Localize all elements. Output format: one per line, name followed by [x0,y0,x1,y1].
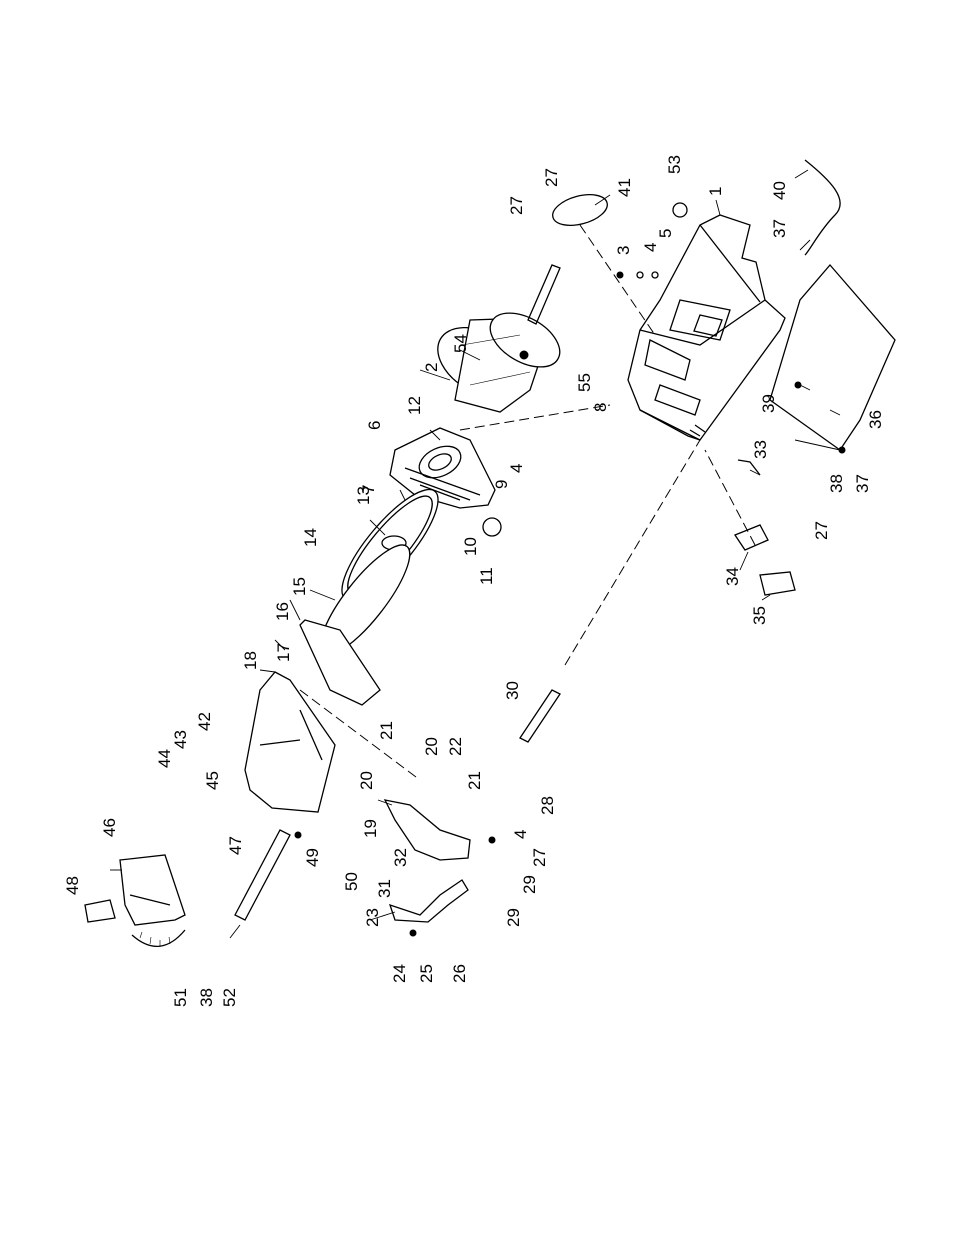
callout-34: 34 [723,567,742,586]
callout-7: 7 [359,485,378,494]
shaft [519,689,561,743]
lever [737,459,761,476]
assembly-line-switch [704,449,756,546]
washer-49 [294,831,302,839]
knob-53 [672,202,688,218]
flange [552,194,608,226]
callout-42: 42 [195,712,214,731]
callout-8: 8 [591,403,610,412]
trunnion-bracket [383,799,471,861]
work-table [244,671,336,813]
callout-50: 50 [342,872,361,891]
callout-28: 28 [538,796,557,815]
callout-46: 46 [100,818,119,837]
disc-housing [389,427,496,509]
callout-37a: 37 [770,219,789,238]
callout-4b: 4 [507,464,526,473]
callout-55: 55 [575,373,594,392]
assembly-line-table [299,689,421,781]
callout-52: 52 [220,988,239,1007]
washer-4b [488,836,496,844]
callout-16: 16 [273,602,292,621]
callout-3: 3 [614,246,633,255]
base-cabinet [627,214,786,441]
callout-9: 9 [492,480,511,489]
miter-gauge [119,854,186,948]
nut-5 [651,271,659,279]
callout-12: 12 [405,396,424,415]
callout-45: 45 [203,771,222,790]
callout-33: 33 [751,440,770,459]
switch [759,571,796,596]
callout-10: 10 [461,537,480,556]
callout-2: 2 [422,363,441,372]
callout-24: 24 [390,964,409,983]
miter-bar [234,829,291,921]
callout-4a: 4 [641,243,660,252]
callout-21b: 21 [465,771,484,790]
callout-44: 44 [155,749,174,768]
callout-32: 32 [391,848,410,867]
callout-22: 22 [446,737,465,756]
callout-15: 15 [290,577,309,596]
callout-18: 18 [241,651,260,670]
callout-49: 49 [303,848,322,867]
callout-27c: 27 [812,521,831,540]
parts-drawing [84,159,896,948]
callout-36: 36 [866,410,885,429]
callout-5: 5 [656,229,675,238]
callout-21a: 21 [377,721,396,740]
washer-24 [409,929,417,937]
callout-27d: 27 [530,848,549,867]
callout-53: 53 [665,155,684,174]
callout-25: 25 [417,964,436,983]
callout-54: 54 [451,334,470,353]
washer-3 [616,271,624,279]
callout-29b: 29 [504,908,523,927]
callout-48: 48 [63,876,82,895]
assembly-line-flange [579,224,656,336]
callout-6: 6 [365,421,384,430]
callout-51: 51 [171,988,190,1007]
motor [437,264,561,413]
callout-37b: 37 [853,474,872,493]
callout-11: 11 [477,567,496,585]
wheel [482,517,502,537]
callout-27b: 27 [542,168,561,187]
callout-31: 31 [375,879,394,898]
callout-41: 41 [615,178,634,197]
callout-1: 1 [706,187,725,196]
power-cord [804,159,841,256]
callout-26: 26 [450,964,469,983]
callout-39: 39 [759,394,778,413]
callout-38b: 38 [197,988,216,1007]
disc-guard [299,619,381,706]
callout-19: 19 [361,819,380,838]
callout-27a: 27 [507,196,526,215]
miter-handle [84,899,116,923]
callout-30: 30 [503,681,522,700]
leader-lines [110,169,841,939]
part-callouts: 1 2 3 4 4 4 5 6 7 8 9 10 11 12 13 14 15 … [63,155,885,1007]
callout-20b: 20 [422,737,441,756]
callout-17: 17 [274,643,293,662]
assembly-line-shaft [564,439,701,666]
callout-40: 40 [770,181,789,200]
callout-20a: 20 [357,771,376,790]
callout-23: 23 [363,908,382,927]
callout-43: 43 [171,730,190,749]
trunnion [388,879,469,923]
assembly-line-housing [459,404,611,431]
callout-4c: 4 [511,830,530,839]
callout-14: 14 [301,528,320,547]
callout-13: 13 [354,486,373,505]
callout-38a: 38 [827,474,846,493]
washer-4 [636,271,644,279]
callout-29a: 29 [520,875,539,894]
callout-47: 47 [226,836,245,855]
callout-35: 35 [750,606,769,625]
